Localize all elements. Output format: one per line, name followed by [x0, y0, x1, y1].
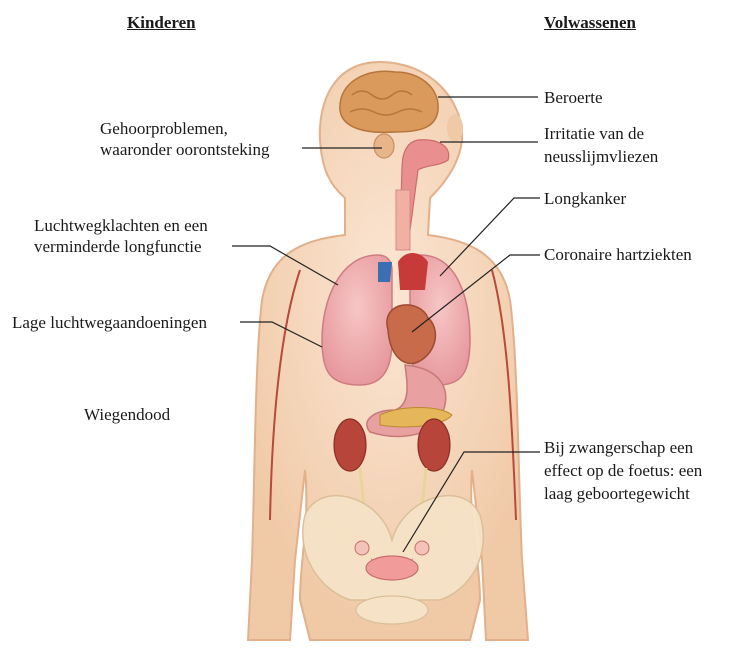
label-coronary-heart-disease: Coronaire hartziekten [544, 244, 692, 265]
label-pregnancy-1: Bij zwangerschap een [544, 437, 693, 458]
label-sids: Wiegendood [84, 404, 170, 425]
label-nasal-irritation-1: Irritatie van de [544, 123, 644, 144]
label-lung-cancer: Longkanker [544, 188, 626, 209]
ear [374, 134, 394, 158]
label-pregnancy-3: laag geboortegewicht [544, 483, 690, 504]
header-children: Kinderen [127, 13, 196, 33]
label-respiratory-1: Luchtwegklachten en een [34, 215, 208, 236]
label-stroke: Beroerte [544, 87, 603, 108]
label-pregnancy-2: effect op de foetus: een [544, 460, 702, 481]
label-nasal-irritation-2: neusslijmvliezen [544, 146, 658, 167]
brain [340, 71, 438, 132]
label-respiratory-2: verminderde longfunctie [34, 236, 202, 257]
header-adults: Volwassenen [544, 13, 636, 33]
label-hearing-problems-2: waaronder oorontsteking [100, 139, 269, 160]
label-lower-respiratory: Lage luchtwegaandoeningen [12, 312, 207, 333]
label-hearing-problems-1: Gehoorproblemen, [100, 118, 228, 139]
